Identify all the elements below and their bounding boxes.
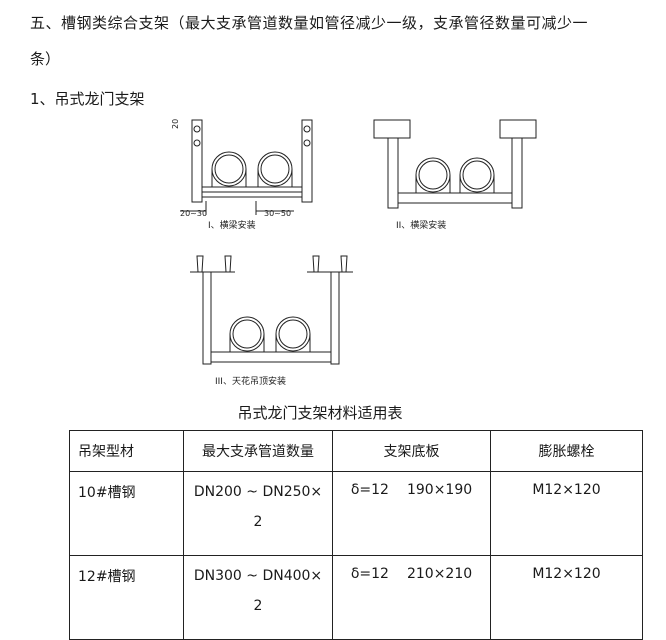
table-header-row: 吊架型材 最大支承管道数量 支架底板 膨胀螺栓	[69, 430, 643, 472]
cell-pipes: DN300 ~ DN400× 2	[183, 555, 333, 640]
table-caption: 吊式龙门支架材料适用表	[237, 404, 403, 422]
cell-pipes-line2: 2	[253, 514, 263, 530]
figure-3-drawing: III、天花吊顶安装	[190, 255, 353, 387]
cell-plate-thickness: δ=12	[350, 482, 389, 498]
header-plate: 支架底板	[332, 430, 491, 472]
cell-plate: δ=12 210×210	[332, 555, 491, 640]
header-material: 吊架型材	[69, 430, 184, 472]
header-bolt: 膨胀螺栓	[490, 430, 643, 472]
figure-1-dim-top: 20	[172, 119, 180, 129]
figure-1-dim-right: 30~50	[264, 209, 291, 218]
cell-plate-size: 210×210	[406, 566, 473, 582]
cell-plate-thickness: δ=12	[350, 566, 389, 582]
cell-bolt: M12×120	[490, 555, 643, 640]
cell-pipes: DN200 ~ DN250× 2	[183, 471, 333, 556]
cell-plate: δ=12 190×190	[332, 471, 491, 556]
cell-pipes-line2: 2	[253, 598, 263, 614]
figure-1-dim-left: 20~30	[180, 209, 207, 218]
figure-1-drawing: 20 20~30 30~50 I、横梁安装	[172, 119, 313, 231]
cell-bolt: M12×120	[490, 471, 643, 556]
table-row: 12#槽钢 DN300 ~ DN400× 2 δ=12 210×210 M12×1…	[69, 555, 643, 640]
table-row: 10#槽钢 DN200 ~ DN250× 2 δ=12 190×190 M12×1…	[69, 471, 643, 556]
materials-table: 吊架型材 最大支承管道数量 支架底板 膨胀螺栓 10#槽钢 DN200 ~ DN…	[69, 430, 643, 640]
figure-2-drawing: II、横梁安装	[373, 119, 537, 231]
cell-material: 10#槽钢	[69, 471, 184, 556]
cell-material: 12#槽钢	[69, 555, 184, 640]
figure-1-caption: I、横梁安装	[208, 219, 256, 231]
header-pipes: 最大支承管道数量	[183, 430, 333, 472]
figure-2-caption: II、横梁安装	[396, 219, 446, 231]
section-title: 五、槽钢类综合支架（最大支承管道数量如管径减少一级，支承管径数量可减少一	[30, 14, 589, 32]
subsection-title: 1、吊式龙门支架	[30, 90, 145, 108]
cell-plate-size: 190×190	[406, 482, 473, 498]
cell-pipes-line1: DN200 ~ DN250×	[193, 484, 323, 500]
figure-3-caption: III、天花吊顶安装	[215, 375, 286, 387]
cell-pipes-line1: DN300 ~ DN400×	[193, 568, 323, 584]
section-title-continuation: 条）	[30, 50, 61, 68]
